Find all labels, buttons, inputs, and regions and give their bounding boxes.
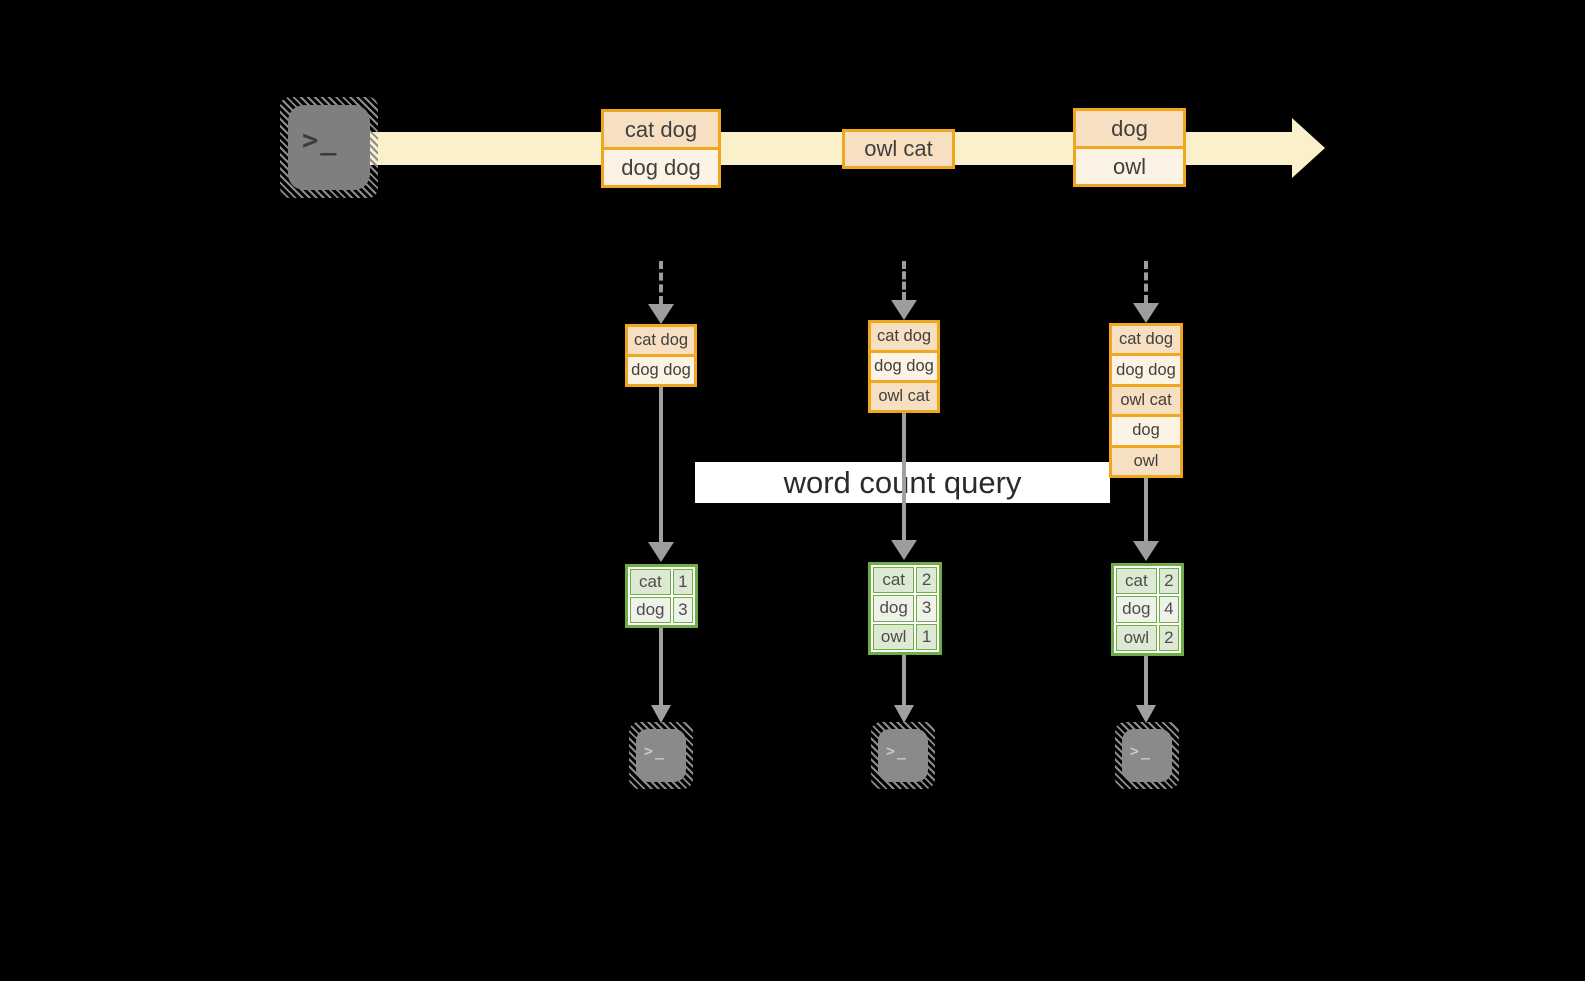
terminal-screen: >_ [288,105,370,190]
count-cell: 1 [672,569,693,595]
word-cell: cat [873,567,915,594]
word-cell: owl [1116,624,1157,651]
ingest-arrowhead-1-icon [648,304,674,324]
word-cell: dog [1116,596,1157,623]
query-arrowhead-2-icon [891,540,917,560]
terminal-screen: >_ [1122,729,1172,782]
stack-record: owl cat [871,380,937,410]
stack-record: owl cat [1112,383,1180,415]
terminal-prompt-glyph: >_ [302,125,339,156]
count-cell: 2 [916,567,937,594]
count-cell: 3 [916,595,937,622]
ingest-arrow-line-3 [1144,261,1148,303]
query-arrowhead-1-icon [648,542,674,562]
terminal-screen: >_ [878,729,928,782]
timeline-record: owl [1076,146,1183,184]
stack-record: cat dog [628,327,694,354]
word-cell: dog [630,597,671,623]
stack-record: cat dog [1112,326,1180,354]
stack-record: dog [1112,414,1180,445]
count-cell: 2 [1158,624,1179,651]
query-arrow-line-1 [659,387,663,543]
stack-record: dog dog [1112,353,1180,384]
stack-record: cat dog [871,323,937,350]
terminal-prompt-glyph: >_ [1130,741,1153,760]
word-cell: dog [873,595,915,622]
output-arrowhead-2-icon [894,705,914,723]
output-arrow-line-3 [1144,656,1148,706]
ingest-arrowhead-2-icon [891,300,917,320]
query-arrowhead-3-icon [1133,541,1159,561]
output-arrow-line-1 [659,628,663,706]
count-cell: 2 [1158,568,1179,595]
count-cell: 4 [1158,596,1179,623]
word-cell: cat [630,569,671,595]
ingest-arrowhead-3-icon [1133,303,1159,323]
terminal-screen: >_ [636,729,686,782]
terminal-prompt-glyph: >_ [644,741,667,760]
consumer-terminal-1-icon: >_ [629,722,693,789]
timeline-record: owl cat [845,132,952,166]
word-cell: cat [1116,568,1157,595]
timeline-box-2: owl cat [842,129,955,169]
consumer-terminal-3-icon: >_ [1115,722,1179,789]
ingest-arrow-line-1 [659,261,663,304]
timeline-record: cat dog [604,112,718,147]
ingest-arrow-line-2 [902,261,906,300]
count-cell: 3 [672,597,693,623]
count-cell: 1 [916,623,937,650]
timeline-record: dog dog [604,147,718,185]
output-arrowhead-1-icon [651,705,671,723]
query-arrow-line-3 [1144,478,1148,542]
output-arrowhead-3-icon [1136,705,1156,723]
stack-record: owl [1112,444,1180,476]
stack-record: dog dog [628,354,694,384]
word-cell: owl [873,623,915,650]
stream-arrowhead-icon [1292,118,1325,178]
stack-record: dog dog [871,350,937,380]
terminal-prompt-glyph: >_ [886,741,909,760]
output-arrow-line-2 [902,655,906,706]
timeline-record: dog [1076,111,1183,146]
query-arrow-line-2 [902,413,906,541]
consumer-terminal-2-icon: >_ [871,722,935,789]
producer-terminal-icon: >_ [280,97,378,198]
